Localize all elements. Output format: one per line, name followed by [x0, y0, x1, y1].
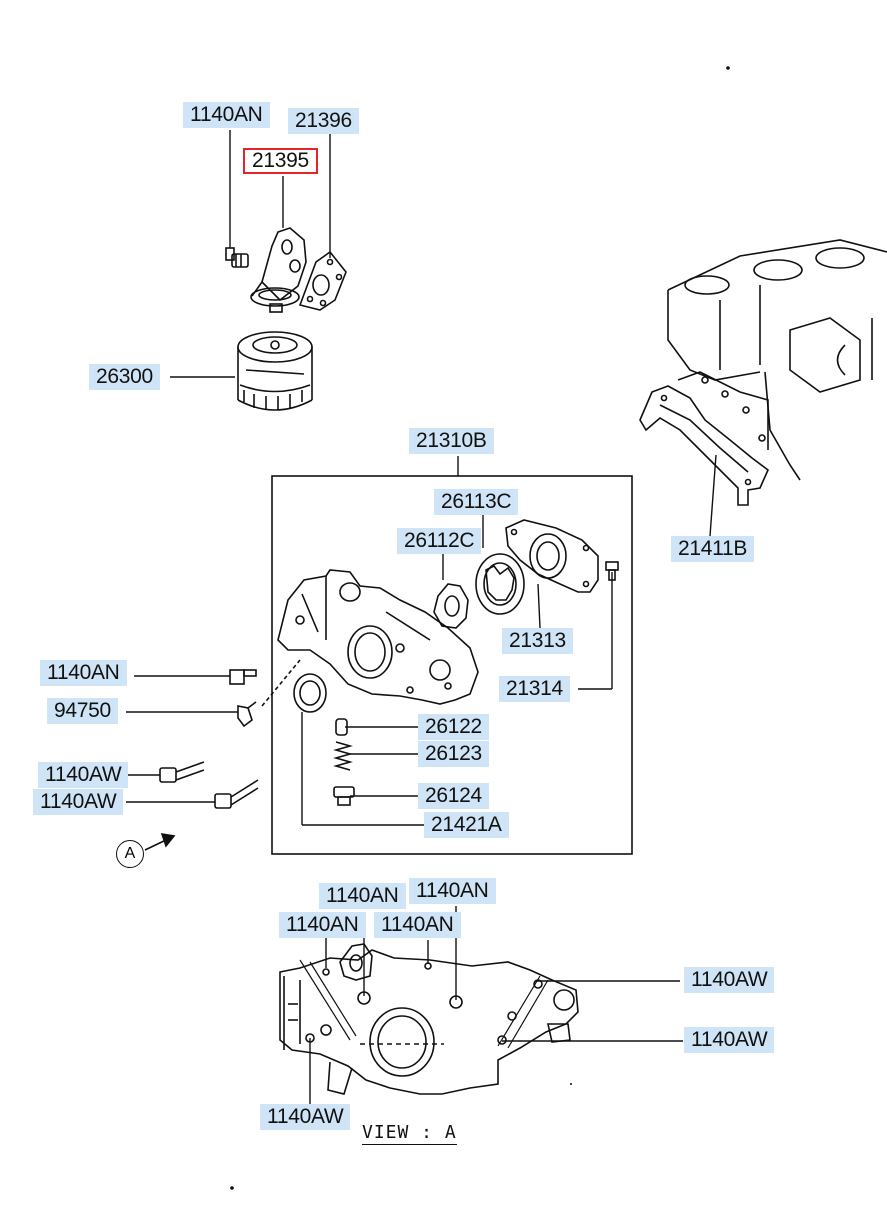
relief-spring-drawing — [333, 741, 353, 771]
part-label-26113c[interactable]: 26113C — [434, 489, 519, 515]
part-label-26112c[interactable]: 26112C — [397, 528, 482, 554]
view-a-caption: VIEW : A — [362, 1122, 457, 1145]
filter-housing-drawing — [250, 227, 307, 313]
part-label-1140an-housing-bolt[interactable]: 1140AN — [183, 102, 270, 128]
part-label-1140an-view-4[interactable]: 1140AN — [374, 912, 461, 938]
leader-lines — [126, 130, 717, 1104]
view-a-marker: A — [116, 840, 144, 868]
part-label-1140aw-view-1[interactable]: 1140AW — [684, 967, 775, 993]
oil-filter-drawing — [237, 331, 313, 411]
part-label-21313[interactable]: 21313 — [502, 628, 573, 654]
outer-rotor-drawing — [475, 553, 525, 615]
long-bolt-drawing-1 — [159, 761, 205, 783]
part-label-1140an-view-2[interactable]: 1140AN — [409, 878, 496, 904]
part-label-1140an-pump-bolt[interactable]: 1140AN — [40, 660, 127, 686]
part-label-21314[interactable]: 21314 — [499, 676, 570, 702]
pump-cover-drawing — [505, 519, 599, 593]
cover-screw-drawing — [605, 561, 619, 581]
long-bolt-drawing-2 — [214, 779, 259, 809]
part-label-1140aw-1[interactable]: 1140AW — [38, 762, 129, 788]
part-label-26300[interactable]: 26300 — [89, 364, 160, 390]
part-label-21411b[interactable]: 21411B — [671, 536, 755, 562]
sensor-plug-drawing — [237, 701, 257, 728]
inner-rotor-drawing — [433, 583, 469, 629]
part-label-1140aw-view-3[interactable]: 1140AW — [260, 1104, 351, 1130]
pump-assembly-frame — [271, 475, 633, 855]
part-label-1140aw-2[interactable]: 1140AW — [33, 789, 124, 815]
part-label-21396[interactable]: 21396 — [288, 108, 359, 134]
part-label-1140an-view-3[interactable]: 1140AN — [279, 912, 366, 938]
view-arrow-drawing — [144, 832, 176, 851]
part-label-26124[interactable]: 26124 — [418, 783, 489, 809]
view-a-front-case-drawing — [279, 943, 579, 1095]
housing-bolt-drawing — [225, 247, 249, 268]
oil-pump-body-drawing — [261, 569, 479, 707]
part-label-94750[interactable]: 94750 — [47, 698, 118, 724]
oil-seal-drawing — [293, 673, 327, 713]
front-case-gasket-drawing — [639, 385, 769, 506]
relief-plunger-drawing — [335, 718, 348, 736]
part-label-21421a[interactable]: 21421A — [424, 812, 509, 838]
engine-block-drawing — [667, 239, 887, 481]
part-label-1140aw-view-2[interactable]: 1140AW — [684, 1027, 775, 1053]
left-bolt-drawing — [229, 669, 257, 685]
part-label-1140an-view-1[interactable]: 1140AN — [319, 883, 406, 909]
relief-plug-drawing — [333, 786, 355, 806]
housing-gasket-drawing — [298, 250, 347, 311]
part-label-21310b[interactable]: 21310B — [409, 428, 494, 454]
part-label-26123[interactable]: 26123 — [418, 741, 489, 767]
part-label-26122[interactable]: 26122 — [418, 714, 489, 740]
part-label-21395-selected[interactable]: 21395 — [243, 148, 318, 174]
